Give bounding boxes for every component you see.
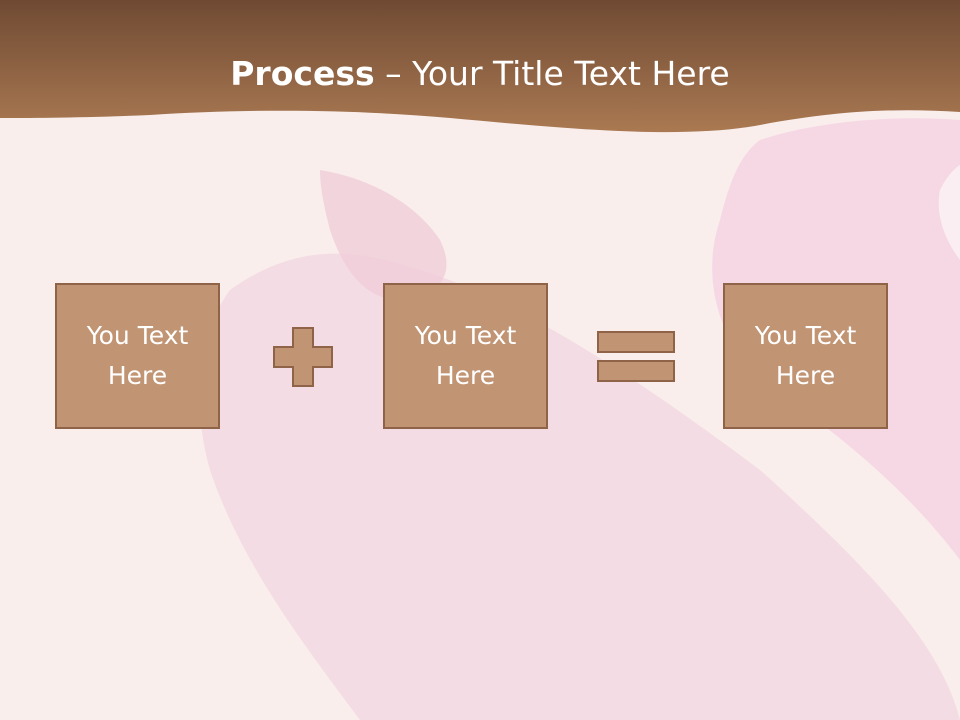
text-box-2[interactable]: You Text Here — [383, 283, 548, 429]
text-box-1[interactable]: You Text Here — [55, 283, 220, 429]
title-rest-text: – Your Title Text Here — [374, 54, 730, 93]
text-box-3[interactable]: You Text Here — [723, 283, 888, 429]
equals-icon — [597, 331, 675, 382]
text-box-3-label: You Text Here — [754, 321, 857, 390]
plus-icon — [273, 327, 333, 387]
text-box-2-label: You Text Here — [414, 321, 517, 390]
text-box-1-label: You Text Here — [86, 321, 189, 390]
slide-title: Process – Your Title Text Here — [0, 50, 960, 98]
title-bold-text: Process — [230, 54, 375, 93]
